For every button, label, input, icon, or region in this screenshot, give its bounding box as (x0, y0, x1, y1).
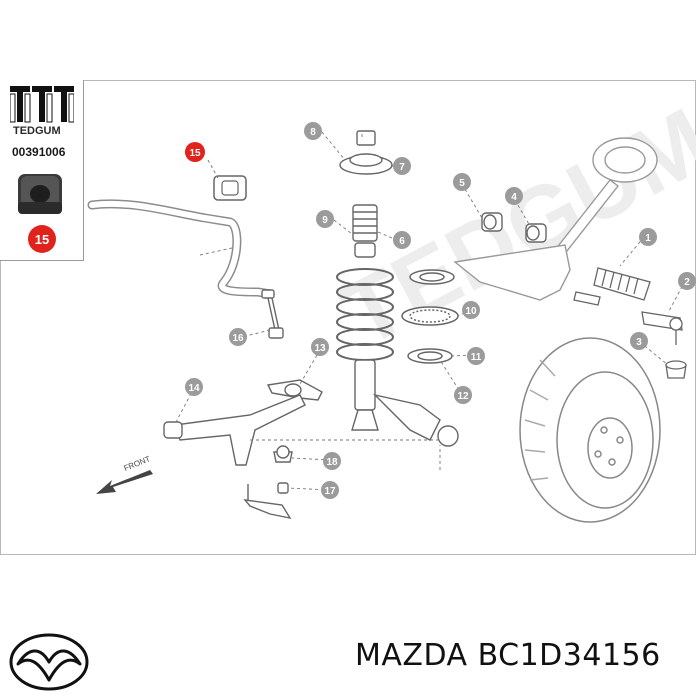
svg-text:TEDGUM: TEDGUM (326, 89, 696, 366)
svg-text:11: 11 (471, 352, 482, 363)
suspension-exploded-diagram: TEDGUM (87, 89, 696, 523)
callout-1: 1 (639, 228, 657, 246)
svg-text:9: 9 (322, 215, 328, 226)
svg-text:12: 12 (457, 391, 469, 402)
brand-logo-text: TEDGUM (13, 125, 61, 137)
bushing-4-5-parts (481, 212, 547, 243)
svg-text:3: 3 (636, 337, 642, 348)
callout-6: 6 (393, 231, 411, 249)
lower-control-arm-part (163, 394, 306, 466)
callout-3: 3 (630, 332, 648, 350)
stabilizer-link-part (261, 289, 284, 339)
svg-text:8: 8 (310, 127, 316, 138)
callout-4: 4 (505, 187, 523, 205)
callout-12: 12 (454, 386, 472, 404)
callout-2: 2 (678, 272, 696, 290)
bearing-parts (401, 269, 459, 364)
tie-rod-end-part (641, 311, 687, 379)
ball-joint-part (243, 445, 293, 520)
callout-5: 5 (453, 173, 471, 191)
bushing-thumbnail-icon (18, 174, 62, 214)
bushing-13-part (266, 379, 323, 401)
svg-text:5: 5 (459, 178, 465, 189)
stabilizer-bar (87, 199, 275, 299)
coil-spring-part (336, 268, 394, 361)
callout-15: 15 (185, 142, 205, 162)
footer-brand-code: MAZDA BC1D34156 (355, 638, 661, 673)
strut-top-parts (339, 130, 393, 258)
brand-part-number: 00391006 (12, 145, 66, 159)
stabilizer-bushing-part (213, 175, 247, 201)
svg-text:7: 7 (399, 162, 405, 173)
badge-15-label: 15 (35, 232, 49, 247)
svg-text:FRONT: FRONT (123, 454, 152, 473)
svg-text:17: 17 (324, 486, 336, 497)
diagram-frame (0, 80, 696, 555)
callout-8: 8 (304, 122, 322, 140)
callout-18: 18 (323, 452, 341, 470)
svg-text:6: 6 (399, 236, 405, 247)
steering-boot-part (573, 267, 651, 306)
callout-14: 14 (185, 378, 203, 396)
svg-text:1: 1 (645, 233, 651, 244)
callout-17: 17 (321, 481, 339, 499)
callout-13: 13 (311, 338, 329, 356)
strut-body-part (351, 359, 459, 447)
callout-9: 9 (316, 210, 334, 228)
svg-text:14: 14 (188, 383, 200, 394)
svg-text:10: 10 (465, 306, 477, 317)
watermark-tedgum: TEDGUM (326, 89, 696, 366)
svg-text:15: 15 (189, 148, 201, 159)
front-arrow: FRONT (96, 454, 153, 494)
steering-assembly-part (453, 137, 658, 301)
callout-markers: 1 2 3 4 5 6 7 8 9 10 11 12 13 14 15 16 1… (185, 122, 696, 499)
wheel-part (519, 337, 661, 523)
svg-text:13: 13 (314, 343, 326, 354)
svg-text:16: 16 (232, 333, 244, 344)
badge-15-red: 15 (28, 225, 56, 253)
svg-text:4: 4 (511, 192, 517, 203)
tedgum-logo-icon (10, 86, 74, 123)
mazda-logo-icon (9, 633, 89, 691)
svg-text:2: 2 (684, 277, 690, 288)
svg-text:18: 18 (326, 457, 338, 468)
callout-16: 16 (229, 328, 247, 346)
callout-11: 11 (467, 347, 485, 365)
callout-7: 7 (393, 157, 411, 175)
callout-10: 10 (462, 301, 480, 319)
